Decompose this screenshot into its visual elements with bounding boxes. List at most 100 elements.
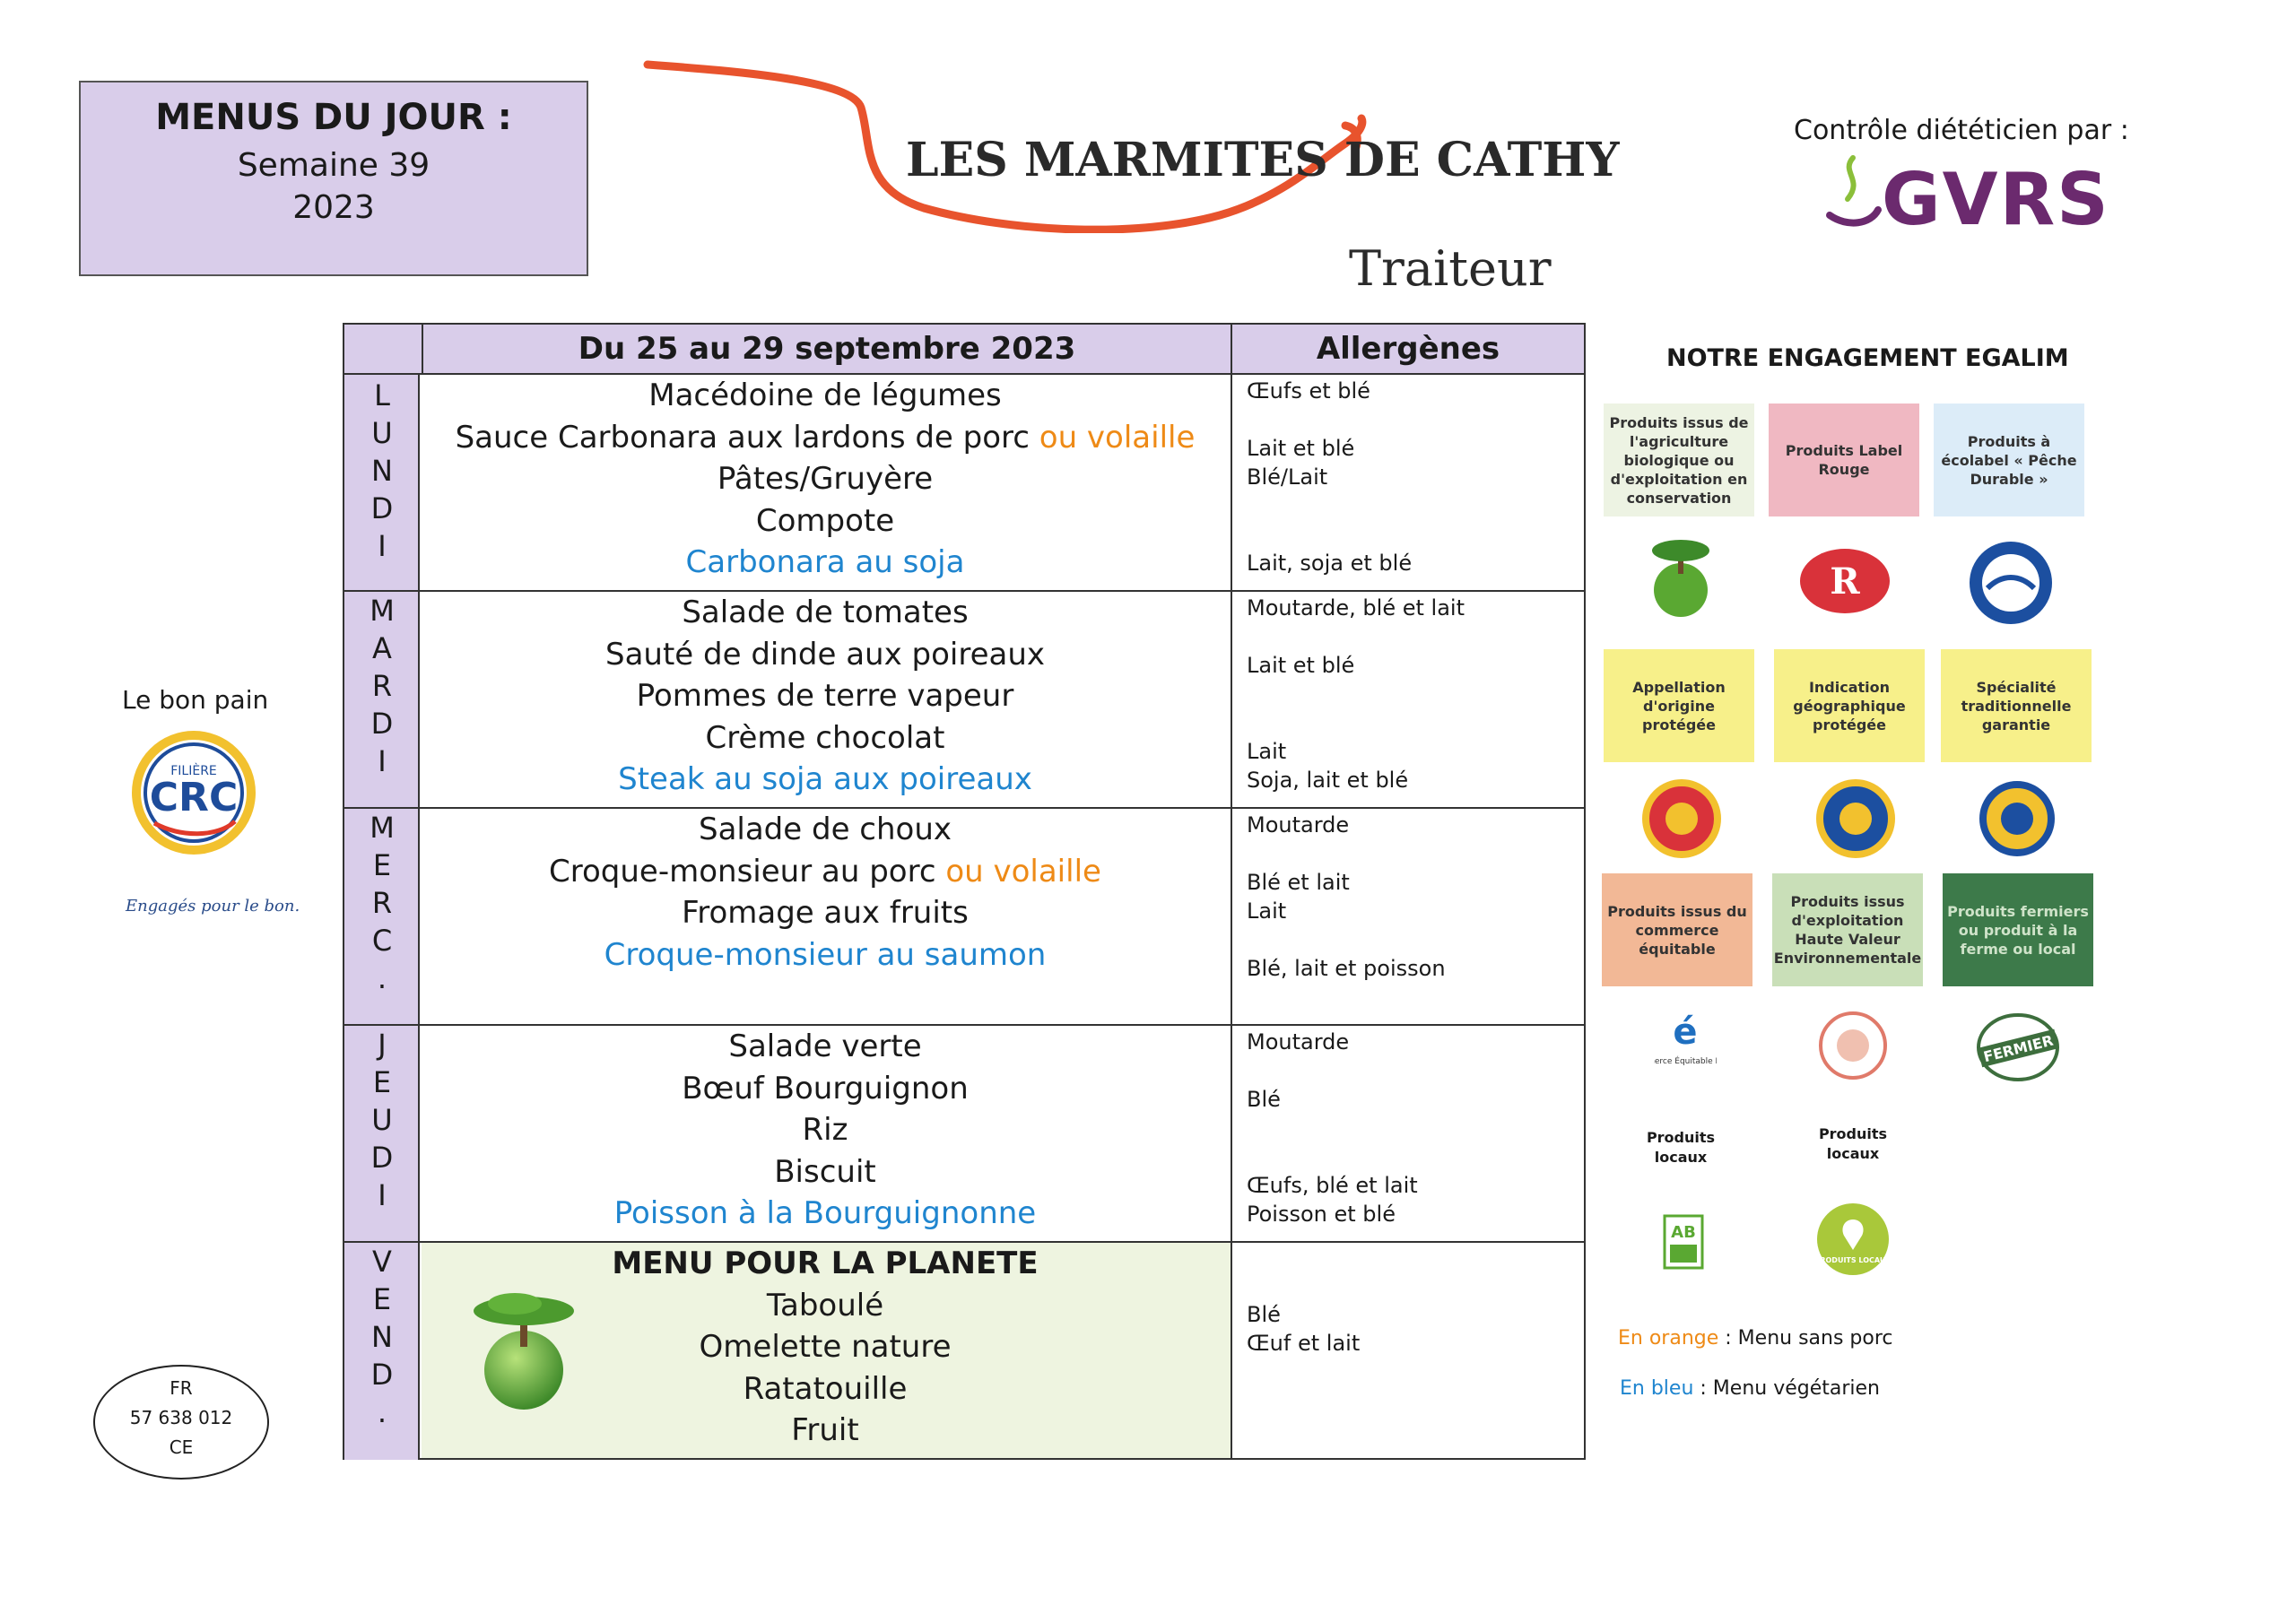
allergen-header: Allergènes <box>1231 325 1584 375</box>
dish: Fromage aux fruits <box>682 895 969 931</box>
svg-text:PRODUITS LOCAUX: PRODUITS LOCAUX <box>1815 1256 1891 1264</box>
ab-organic-icon: AB <box>1663 1214 1704 1270</box>
peche-durable-icon <box>1970 542 2052 624</box>
week-label: Semaine 39 <box>237 147 430 184</box>
crc-logo: FILIÈRE CRC <box>132 731 256 855</box>
legend-blue-text: : Menu végétarien <box>1693 1377 1880 1400</box>
egalim-box-bio: Produits issus de l'agriculture biologiq… <box>1604 404 1754 516</box>
allergen: Œufs et blé <box>1247 378 1370 404</box>
brand-title: LES MARMITES DE CATHY <box>906 133 1620 187</box>
egalim-title: NOTRE ENGAGEMENT EGALIM <box>1666 344 2069 372</box>
dish: Pâtes/Gruyère <box>717 461 934 497</box>
row-divider <box>344 1241 1584 1243</box>
egalim-box-hve: Produits issus d'exploitation Haute Vale… <box>1772 873 1923 986</box>
svg-text:AB: AB <box>1671 1223 1696 1242</box>
egalim-box-igp: Indication géographique protégée <box>1774 649 1925 762</box>
dish: Fruit <box>791 1412 859 1448</box>
commerce-equitable-icon: é Commerce Équitable France <box>1654 1011 1717 1066</box>
aop-seal-icon <box>1642 779 1721 858</box>
dish: Crème chocolat <box>705 719 945 756</box>
allergen: Lait et blé <box>1247 436 1355 461</box>
egalim-box-label-rouge: Produits Label Rouge <box>1769 404 1919 516</box>
dish: Bœuf Bourguignon <box>682 1070 969 1107</box>
row-divider <box>344 1024 1584 1026</box>
dish: Salade verte <box>728 1028 922 1064</box>
gvrs-logo-text: GVRS <box>1882 158 2110 241</box>
bread-label: Le bon pain <box>122 685 269 715</box>
legend-blue-key: En bleu <box>1620 1377 1694 1400</box>
egalim-box-commerce: Produits issus du commerce équitable <box>1602 873 1752 986</box>
dish: Salade de tomates <box>682 595 969 630</box>
dishes-vendredi: MENU POUR LA PLANETE Taboulé Omelette na… <box>422 1243 1229 1452</box>
egalim-box-aop: Appellation d'origine protégée <box>1604 649 1754 762</box>
stamp-line: 57 638 012 <box>129 1407 233 1428</box>
allergen: Soja, lait et blé <box>1247 768 1409 793</box>
allergen: Moutarde, blé et lait <box>1247 595 1465 621</box>
dish: Biscuit <box>774 1153 876 1190</box>
dish-vegetarian: Poisson à la Bourguignonne <box>613 1195 1037 1231</box>
svg-text:R: R <box>1830 560 1860 603</box>
sanitary-stamp: FR 57 638 012 CE <box>93 1365 269 1480</box>
legend-orange-key: En orange <box>1618 1327 1719 1350</box>
year-label: 2023 <box>292 189 375 226</box>
allergen: Lait, soja et blé <box>1247 551 1413 576</box>
allergen: Blé <box>1247 1302 1281 1327</box>
local-label-2: Produits locaux <box>1818 1125 1888 1162</box>
dishes-lundi: Macédoine de légumes Sauce Carbonara aux… <box>422 375 1229 584</box>
dish: Sauce Carbonara aux lardons de porc ou v… <box>455 419 1196 456</box>
dish: Pommes de terre vapeur <box>636 678 1014 714</box>
allergen: Blé <box>1247 1087 1281 1112</box>
stamp-line: FR <box>170 1377 193 1399</box>
svg-text:é: é <box>1673 1011 1697 1053</box>
legend-orange: En orange : Menu sans porc <box>1618 1327 1893 1350</box>
earth-tree-icon <box>474 1293 574 1410</box>
steam-bowl-icon <box>1826 155 1882 227</box>
dishes-mercredi: Salade de choux Croque-monsieur au porc … <box>422 809 1229 976</box>
column-divider <box>1231 325 1232 1458</box>
label-rouge-icon: R <box>1800 549 1890 613</box>
brand-subtitle: Traiteur <box>1349 240 1552 297</box>
dish: Sauté de dinde aux poireaux <box>604 636 1045 673</box>
crc-top-text: FILIÈRE <box>170 763 217 778</box>
dish: Compote <box>755 502 895 539</box>
dish: Ratatouille <box>743 1370 908 1407</box>
allergen: Lait <box>1247 739 1287 764</box>
dishes-jeudi: Salade verte Bœuf Bourguignon Riz Biscui… <box>422 1026 1229 1235</box>
egalim-box-stg: Spécialité traditionnelle garantie <box>1941 649 2092 762</box>
dish: Riz <box>802 1112 848 1148</box>
fermier-stamp-icon: FERMIER <box>1977 1013 2059 1081</box>
row-divider <box>344 590 1584 592</box>
bio-earth-icon <box>1652 540 1709 617</box>
dish: Macédoine de légumes <box>648 378 1002 413</box>
egalim-box-peche: Produits à écolabel « Pêche Durable » <box>1934 404 2084 516</box>
allergen: Poisson et blé <box>1247 1202 1396 1227</box>
allergen: Lait <box>1247 898 1287 924</box>
produits-locaux-icon: PRODUITS LOCAUX <box>1815 1203 1891 1275</box>
hve-icon <box>1819 1011 1887 1080</box>
allergen: Blé/Lait <box>1247 464 1328 490</box>
allergen: Œuf et lait <box>1247 1331 1361 1356</box>
allergen: Moutarde <box>1247 812 1350 838</box>
dish: Salade de choux <box>698 812 952 847</box>
igp-seal-icon <box>1816 779 1895 858</box>
brand-swoosh <box>643 60 1367 233</box>
legend-orange-text: : Menu sans porc <box>1718 1327 1893 1350</box>
allergen: Blé, lait et poisson <box>1247 956 1446 981</box>
day-column <box>344 375 420 1460</box>
dish: Omelette nature <box>699 1329 952 1365</box>
local-label-1: Produits locaux <box>1646 1129 1716 1166</box>
date-header: Du 25 au 29 septembre 2023 <box>422 325 1231 375</box>
dish-vegetarian: Carbonara au soja <box>685 544 965 580</box>
week-header-box: MENUS DU JOUR : Semaine 39 2023 <box>79 81 588 276</box>
dietetic-label: Contrôle diététicien par : <box>1794 115 2129 146</box>
dish: Croque-monsieur au porc ou volaille <box>549 853 1101 890</box>
stg-seal-icon <box>1979 781 2055 856</box>
dish: Taboulé <box>766 1287 884 1324</box>
dish-vegetarian: Steak au soja aux poireaux <box>618 761 1032 797</box>
allergen: Lait et blé <box>1247 653 1355 678</box>
